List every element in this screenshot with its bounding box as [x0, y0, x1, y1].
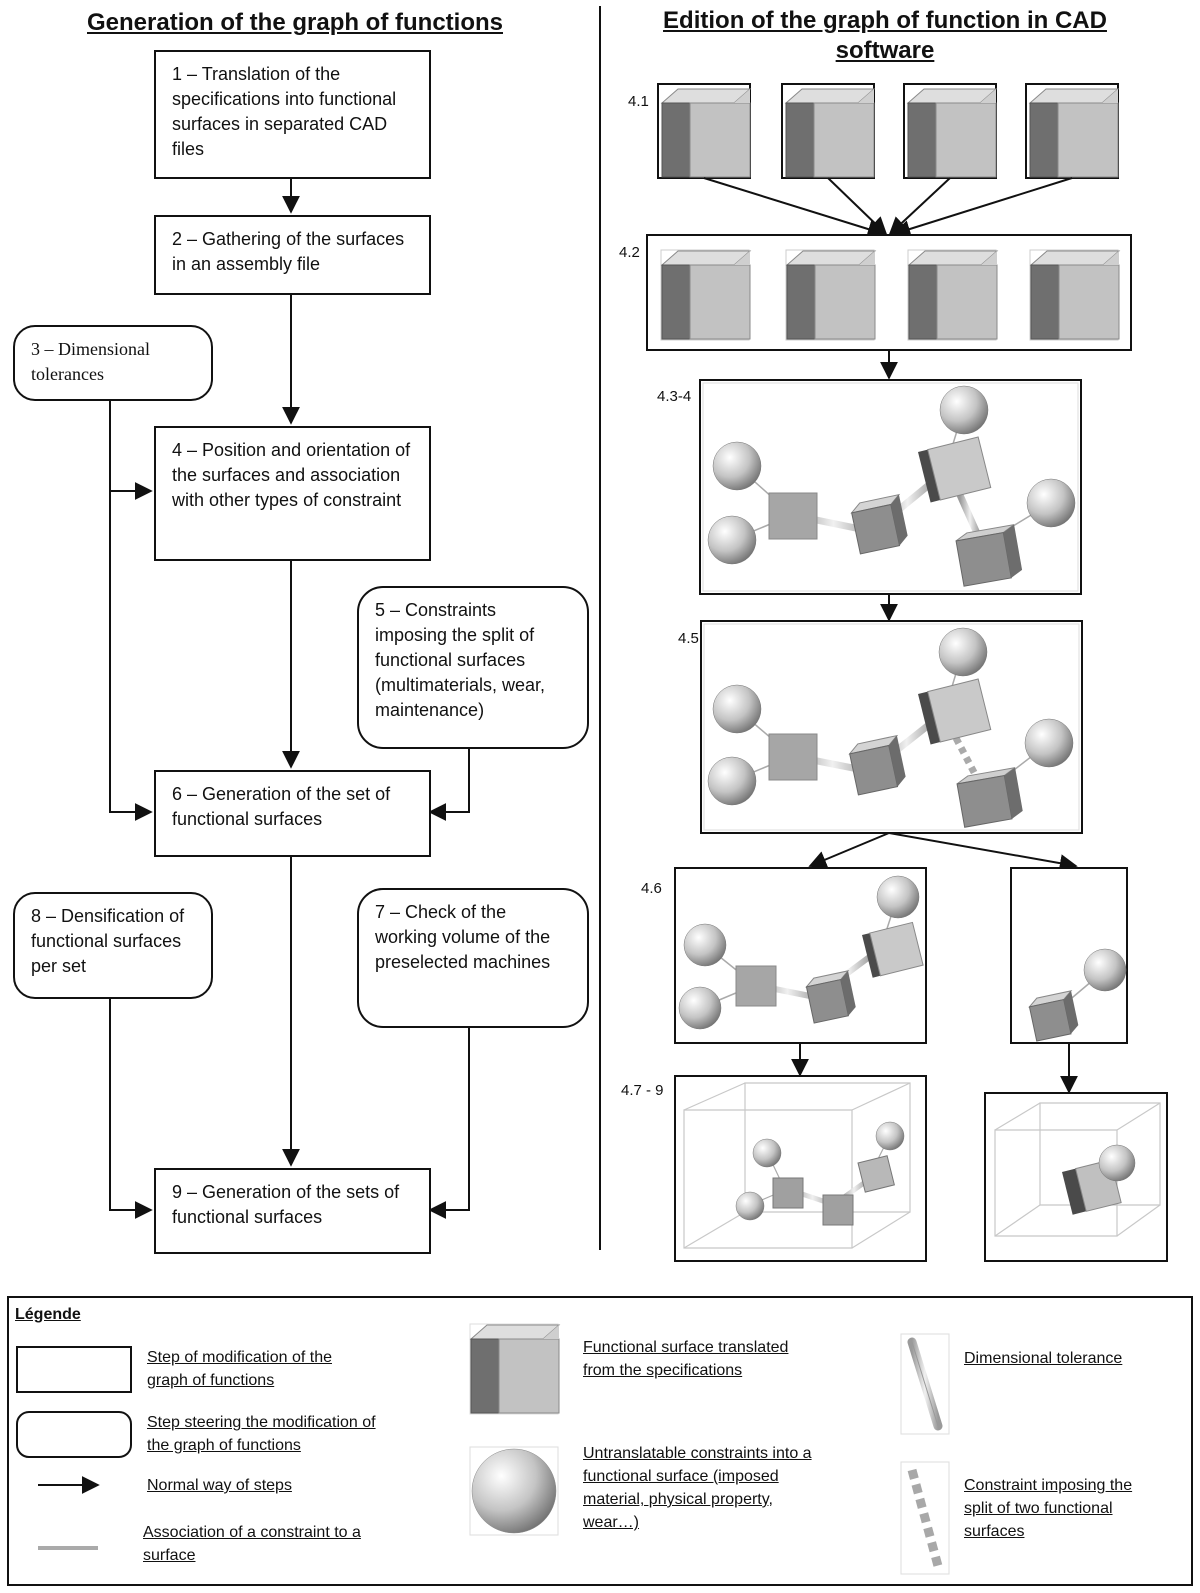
legend-dim-tol: Dimensional tolerance: [964, 1350, 1123, 1367]
legend-untranslatable: Untranslatable constraints into a functi…: [583, 1445, 812, 1531]
step-2-box: 2 – Gathering of the surfaces in an asse…: [154, 215, 431, 295]
step-4-box: 4 – Position and orientation of the surf…: [154, 426, 431, 561]
graph-4-6-right: [1010, 867, 1128, 1044]
legend-frame: [7, 1296, 1193, 1586]
step-5-box: 5 – Constraints imposing the split of fu…: [357, 586, 589, 749]
step-9-box: 9 – Generation of the sets of functional…: [154, 1168, 431, 1254]
step-1-box: 1 – Translation of the specifications in…: [154, 50, 431, 179]
graph-4-6-left: [674, 867, 927, 1044]
step-6-box: 6 – Generation of the set of functional …: [154, 770, 431, 857]
legend-association: Association of a constraint to a surface: [143, 1524, 361, 1564]
label-4-2: 4.2: [619, 244, 640, 261]
step-4-text: 4 – Position and orientation of the surf…: [172, 440, 411, 510]
step-7-text: 7 – Check of the working volume of the p…: [375, 902, 551, 972]
step-3-box: 3 – Dimensional tolerances: [13, 325, 213, 401]
label-4-1: 4.1: [628, 93, 649, 110]
legend-step-mod: Step of modification of the graph of fun…: [147, 1349, 332, 1389]
label-4-3-4: 4.3-4: [657, 388, 692, 405]
column-divider: [599, 6, 601, 1250]
step-5-text: 5 – Constraints imposing the split of fu…: [375, 600, 546, 720]
legend-dashed-rod-symbol: [907, 1468, 943, 1568]
legend-normal-way: Normal way of steps: [147, 1477, 292, 1494]
legend-step-steer: Step steering the modification of the gr…: [147, 1414, 376, 1454]
step-2-text: 2 – Gathering of the surfaces in an asse…: [172, 229, 405, 274]
legend-sphere-symbol: [471, 1448, 557, 1534]
graph-4-3-4: [699, 379, 1082, 595]
step-8-text: 8 – Densification of functional surfaces…: [31, 906, 185, 976]
graph-4-7-9-left: [674, 1075, 927, 1262]
legend-split: Constraint imposing the split of two fun…: [964, 1477, 1133, 1540]
legend-functional-surface: Functional surface translated from the s…: [583, 1339, 789, 1379]
graph-4-7-9-right: [984, 1092, 1168, 1262]
label-4-7-9: 4.7 - 9: [621, 1082, 664, 1099]
step-9-text: 9 – Generation of the sets of functional…: [172, 1182, 400, 1227]
label-4-6: 4.6: [641, 880, 662, 897]
row-4-2: [646, 234, 1132, 351]
row-4-1: [657, 83, 1119, 179]
step-6-text: 6 – Generation of the set of functional …: [172, 784, 391, 829]
step-8-box: 8 – Densification of functional surfaces…: [13, 892, 213, 999]
left-title: Generation of the graph of functions: [87, 9, 503, 36]
legend-cube-symbol: [470, 1324, 560, 1414]
step-1-text: 1 – Translation of the specifications in…: [172, 64, 397, 159]
legend-rect-symbol: [16, 1346, 132, 1393]
step-7-box: 7 – Check of the working volume of the p…: [357, 888, 589, 1028]
step-3-text: 3 – Dimensional tolerances: [31, 339, 150, 384]
legend-title: Légende: [15, 1306, 81, 1323]
legend-rounded-rect-symbol: [16, 1411, 132, 1458]
label-4-5: 4.5: [678, 630, 699, 647]
graph-4-5: [700, 620, 1083, 834]
right-title: Edition of the graph of function in CAD …: [663, 7, 1107, 64]
left-flow-arrows: [109, 178, 470, 1219]
